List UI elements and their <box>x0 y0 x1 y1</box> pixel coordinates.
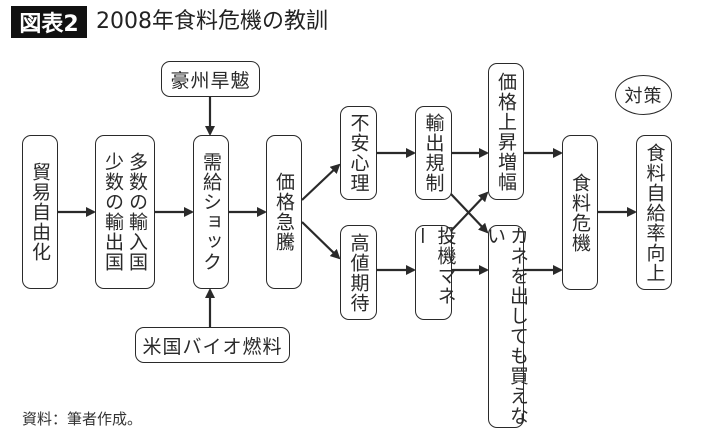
node-label: 価格急騰 <box>273 172 295 252</box>
node-trade-liberalization: 貿易自由化 <box>22 135 58 289</box>
node-supply-shock: 需給ショック <box>193 135 229 289</box>
node-label-line2: 多数の輸入国 <box>126 152 148 272</box>
node-speculative-money: 投機マネー <box>411 225 457 320</box>
arrow-surge-to-anxiety <box>301 163 341 201</box>
figure-title: 2008年食料危機の教訓 <box>96 9 328 34</box>
node-label: 不安心理 <box>347 113 370 193</box>
node-label: 貿易自由化 <box>29 162 51 262</box>
source-note: 資料：筆者作成。 <box>22 410 143 428</box>
node-label: 価格上昇増幅 <box>495 71 517 192</box>
node-food-self-sufficiency: 食料自給率向上 <box>636 135 672 290</box>
node-label: 食料自給率向上 <box>643 142 666 283</box>
node-price-rise-amplified: 価格上昇増幅 <box>488 63 524 200</box>
node-label: 高値期待 <box>347 232 370 313</box>
node-anxiety: 不安心理 <box>340 106 377 200</box>
node-label: 食料危機 <box>569 172 591 253</box>
node-price-surge: 価格急騰 <box>266 135 302 289</box>
node-label: カネを出しても買えない <box>484 226 529 426</box>
node-label: 米国バイオ燃料 <box>142 335 283 358</box>
node-australia-drought: 豪州旱魃 <box>161 61 260 97</box>
node-label: 輸出規制 <box>422 113 445 193</box>
node-label: 豪州旱魃 <box>170 69 251 92</box>
node-label-line1: 少数の輸出国 <box>102 152 124 272</box>
countermeasure-label: 対策 <box>624 86 663 107</box>
arrow-surge-to-expectation <box>301 221 341 260</box>
arrow-speculation-to-amplified <box>449 191 489 233</box>
node-cannot-buy-even-with-money: カネを出しても買えない <box>484 225 529 428</box>
countermeasure-ellipse: 対策 <box>615 75 672 115</box>
node-label: 需給ショック <box>200 152 222 272</box>
node-few-exporters-many-importers: 少数の輸出国 多数の輸入国 <box>95 135 155 289</box>
node-label: 投機マネー <box>410 226 457 306</box>
node-export-restriction: 輸出規制 <box>415 106 452 200</box>
node-high-price-expectation: 高値期待 <box>340 225 377 320</box>
node-us-biofuel: 米国バイオ燃料 <box>135 327 290 363</box>
node-food-crisis: 食料危機 <box>562 135 598 290</box>
figure-label: 図表2 <box>11 6 87 38</box>
